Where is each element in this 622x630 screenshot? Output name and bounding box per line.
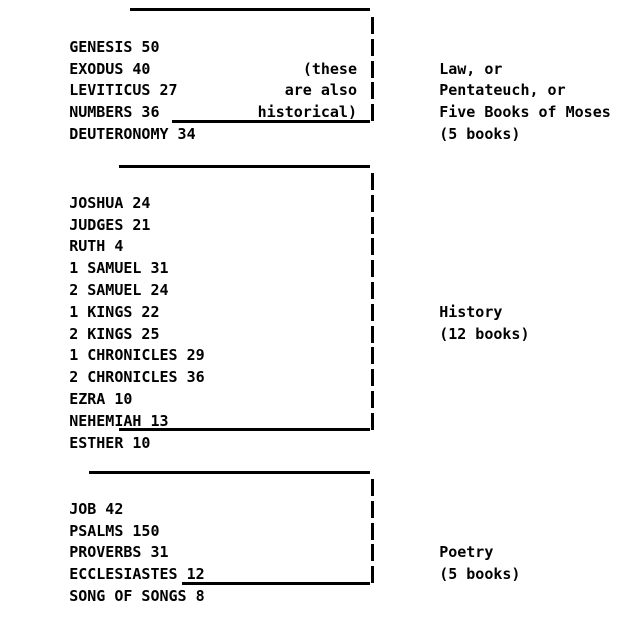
category-text: History [439,302,503,321]
book-row: ECCLESIASTES 12 [15,542,204,583]
column-separator [371,412,374,430]
book-row: PROVERBS 31 [15,521,168,561]
book-label: GENESIS 50 [69,37,160,56]
category-count: (5 books) [385,542,520,583]
section-law-top-rule [130,8,370,11]
book-row: NEHEMIAH 13 [15,389,168,430]
column-separator [371,82,374,100]
category-line: Five Books of Moses [385,80,611,121]
book-label: EXODUS 40 [69,59,151,78]
outline-sheet: GENESIS 50 EXODUS 40 LEVITICUS 27 NUMBER… [15,8,611,605]
note-line: historical) [203,80,357,121]
book-row: 1 CHRONICLES 29 [15,324,204,364]
column-separator [371,260,374,278]
book-row: EXODUS 40 [15,37,150,78]
book-row: GENESIS 50 [15,15,159,56]
book-row: JUDGES 21 [15,193,150,234]
book-label: NEHEMIAH 13 [69,411,169,430]
book-label: PROVERBS 31 [69,543,169,562]
book-label: ESTHER 10 [69,433,151,452]
category-line: Law, or [385,37,502,78]
column-separator [371,60,374,78]
book-label: JOSHUA 24 [69,193,151,212]
note-text: historical) [257,103,357,122]
note-line: (these [249,37,357,78]
category-text: Pentateuch, or [439,81,566,100]
category-text: Law, or [439,59,503,78]
book-label: ECCLESIASTES 12 [69,565,205,584]
category-count: (5 books) [385,102,520,143]
column-separator [371,303,374,321]
book-row: LEVITICUS 27 [15,59,177,99]
category-count-text: (5 books) [439,565,521,584]
book-row: PSALMS 150 [15,499,159,540]
column-separator [371,325,374,343]
section-poetry-bottom-rule [182,582,370,585]
category-count-text: (5 books) [439,124,521,143]
note-line: are also [231,59,357,99]
column-separator [371,479,374,496]
section-history-bottom-rule [119,428,370,431]
category-text: Five Books of Moses [439,103,611,122]
column-separator [371,544,374,562]
column-separator [371,369,374,387]
book-label: NUMBERS 36 [69,103,160,122]
book-row: SONG OF SONGS 8 [15,564,204,605]
section-poetry-top-rule [89,471,370,474]
book-row: 1 KINGS 22 [15,280,159,321]
column-separator [371,17,374,34]
column-separator [371,104,374,122]
book-label: 2 KINGS 25 [69,324,160,343]
book-label: LEVITICUS 27 [69,81,178,100]
category-line: History [385,280,502,321]
book-row: NUMBERS 36 [15,80,159,121]
book-row: 1 SAMUEL 31 [15,236,168,277]
book-label: RUTH 4 [69,237,124,256]
column-separator [371,347,374,365]
book-row: EZRA 10 [15,367,132,408]
book-label: 1 CHRONICLES 29 [69,346,205,365]
book-row: JOSHUA 24 [15,171,150,212]
book-label: 2 SAMUEL 24 [69,280,169,299]
column-separator [371,238,374,256]
book-row: RUTH 4 [15,215,123,255]
section-law-bottom-rule [172,120,370,123]
column-separator [371,216,374,234]
book-label: JOB 42 [69,499,124,518]
category-text: Poetry [439,543,494,562]
note-text: (these [302,59,357,78]
book-label: 1 SAMUEL 31 [69,259,169,278]
column-separator [371,566,374,584]
book-row: DEUTERONOMY 34 [15,102,195,143]
column-separator [371,173,374,190]
book-label: SONG OF SONGS 8 [69,586,205,605]
book-label: JUDGES 21 [69,215,151,234]
book-label: 1 KINGS 22 [69,302,160,321]
book-label: 2 CHRONICLES 36 [69,368,205,387]
column-separator [371,38,374,56]
book-label: EZRA 10 [69,389,133,408]
column-separator [371,282,374,299]
category-count: (12 books) [385,302,529,343]
category-count-text: (12 books) [439,324,530,343]
book-label: PSALMS 150 [69,521,160,540]
section-history-top-rule [119,165,370,168]
category-line: Poetry [385,521,493,561]
book-row: JOB 42 [15,477,123,518]
book-row: ESTHER 10 [15,411,150,452]
category-line: Pentateuch, or [385,59,565,99]
book-label: DEUTERONOMY 34 [69,124,196,143]
book-row: 2 CHRONICLES 36 [15,345,204,386]
book-row: 2 KINGS 25 [15,302,159,343]
column-separator [371,194,374,212]
column-separator [371,500,374,518]
column-separator [371,391,374,408]
column-separator [371,522,374,540]
note-text: are also [284,81,357,100]
book-row: 2 SAMUEL 24 [15,258,168,299]
